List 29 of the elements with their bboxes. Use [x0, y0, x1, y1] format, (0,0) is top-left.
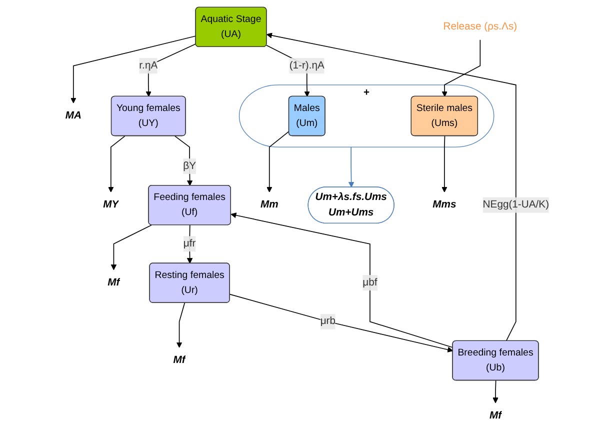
arrow — [266, 130, 290, 192]
arrow — [108, 136, 126, 192]
edge-label: r.ηA — [139, 60, 158, 71]
arrow — [146, 44, 196, 97]
node-text: Mms — [432, 199, 456, 210]
arrow — [70, 36, 196, 104]
arrow — [230, 212, 454, 348]
node-text: Release (ρs.Λs) — [443, 21, 518, 32]
arrow — [492, 380, 498, 404]
arrow — [442, 136, 448, 192]
arrow — [348, 146, 354, 188]
node-text: Mm — [260, 199, 278, 210]
arrow — [176, 302, 186, 348]
arrow — [186, 224, 193, 264]
node-text: MA — [65, 110, 82, 122]
arrow — [174, 136, 193, 186]
edge-label: μfr — [183, 238, 196, 250]
edge-label: (1-r).ηA — [289, 60, 324, 71]
edge-label: NEgg(1-UA/K) — [482, 199, 550, 210]
node-text: Mf — [489, 410, 502, 422]
node-text: Mf — [108, 276, 120, 288]
arrow — [110, 224, 152, 270]
edge-label: βY — [183, 160, 196, 172]
edge-label: μbf — [362, 276, 378, 288]
node-text: Mf — [173, 354, 186, 366]
arrow — [442, 39, 481, 97]
arrow — [229, 294, 454, 352]
edge-label: μrb — [320, 316, 336, 327]
node-text: MY — [103, 199, 119, 210]
